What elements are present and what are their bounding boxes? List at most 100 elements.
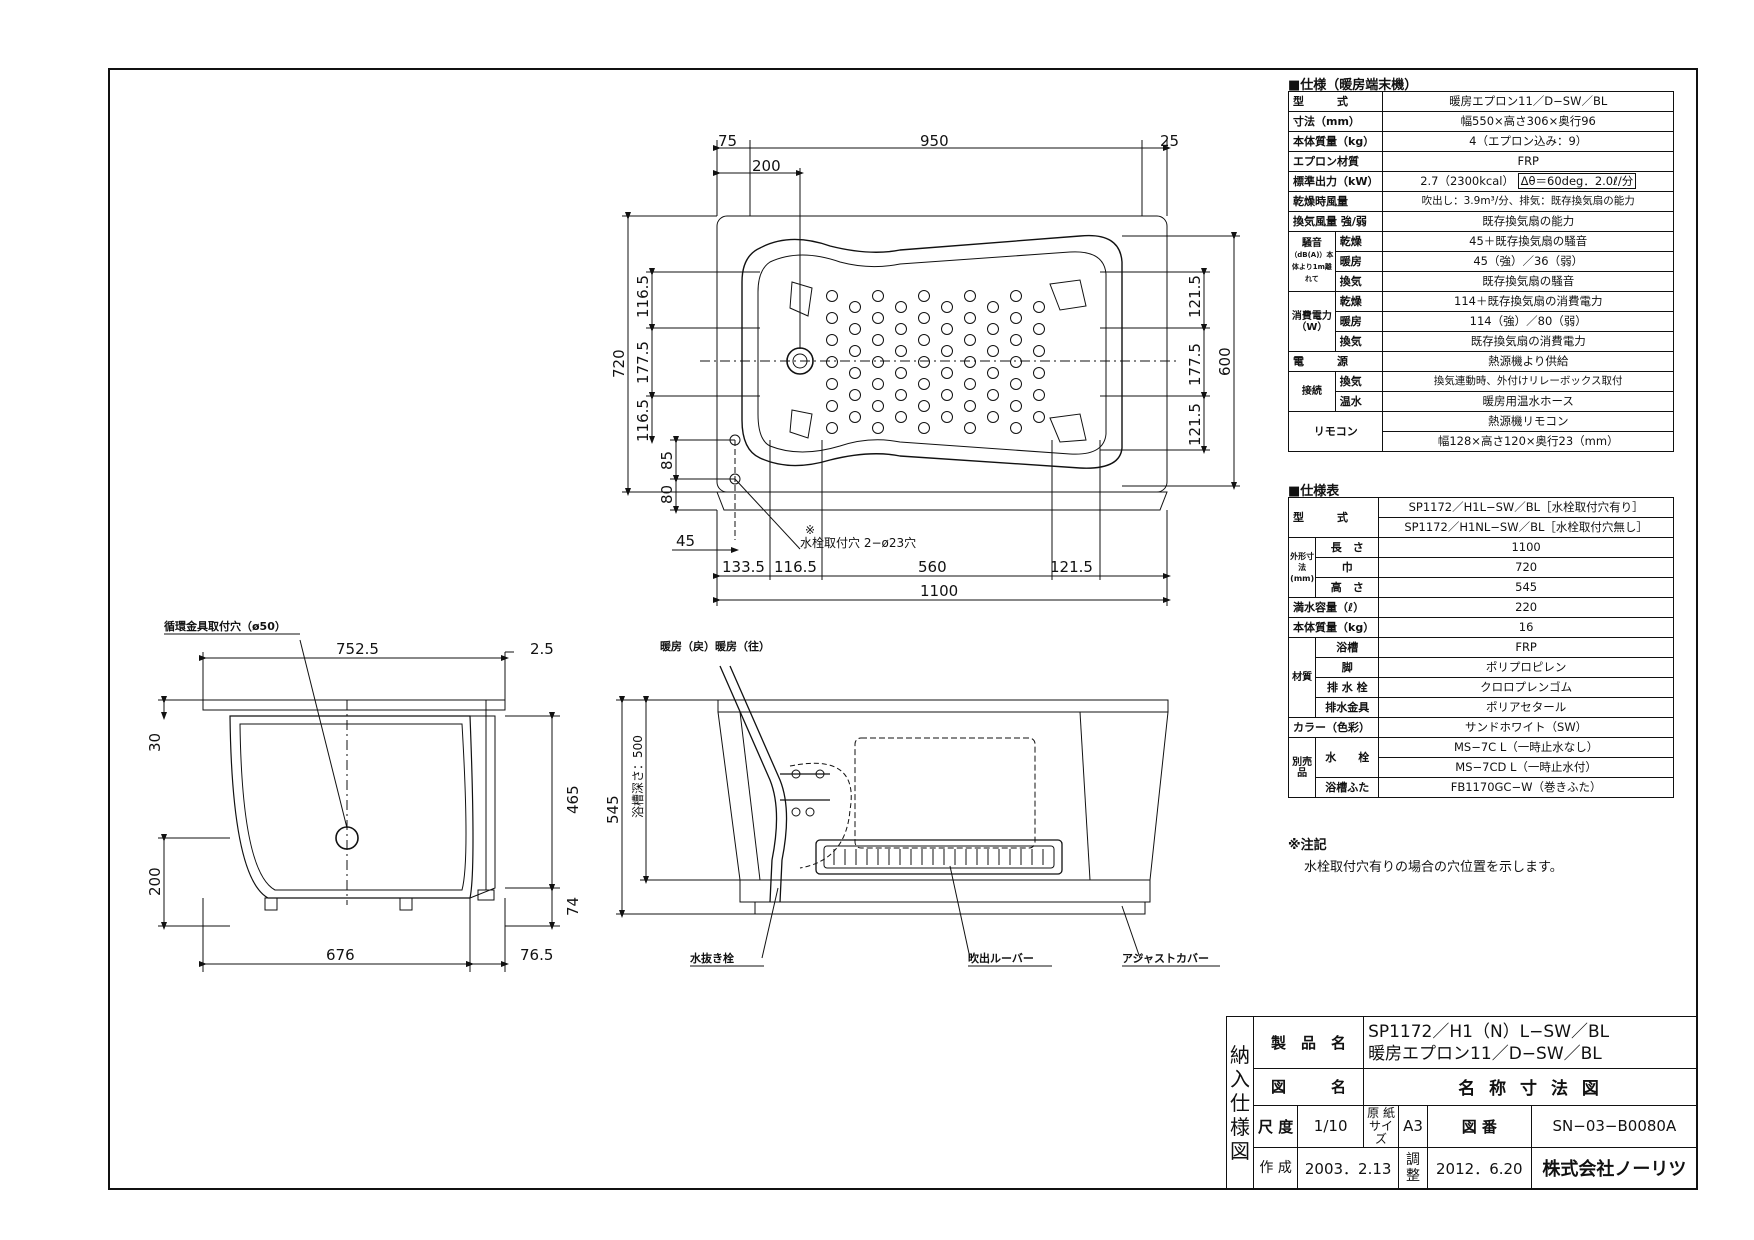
- spec1-model-value: 暖房エプロン11／D−SW／BL: [1382, 91, 1674, 112]
- anti-slip-dot: [895, 411, 907, 423]
- spec2-model-value-2: SP1172／H1NL−SW／BL［水栓取付穴無し］: [1378, 517, 1674, 538]
- dim-depth-500: 浴槽深さ：500: [631, 735, 645, 818]
- anti-slip-dot: [964, 400, 976, 412]
- dim-465: 465: [564, 785, 582, 814]
- spec1-conn-label: 接続: [1288, 371, 1336, 412]
- anti-slip-dot: [849, 323, 861, 335]
- dim-950: 950: [920, 132, 949, 150]
- callout-cover: アジャストカバー: [1122, 952, 1209, 965]
- spec1-dry-value: 吹出し：3.9m³/分、排気：既存換気扇の能力: [1382, 191, 1674, 212]
- anti-slip-dot: [826, 312, 838, 324]
- dim-116-5-a: 116.5: [634, 275, 652, 318]
- product-name-label: 製 品 名: [1252, 1015, 1365, 1070]
- spec2-tub-value: FRP: [1378, 637, 1674, 658]
- anti-slip-dot: [849, 345, 861, 357]
- dim-75: 75: [718, 132, 737, 150]
- drawing-frame: [108, 68, 1698, 1190]
- dim-74: 74: [564, 897, 582, 916]
- paper-label: 原 紙 サイズ: [1363, 1104, 1400, 1148]
- dim-177-5-b: 177.5: [1186, 343, 1204, 386]
- dim-545: 545: [604, 795, 622, 824]
- anti-slip-dot: [1010, 400, 1022, 412]
- spec2-width-value: 720: [1378, 557, 1674, 578]
- anti-slip-dot: [987, 323, 999, 335]
- anti-slip-dot: [987, 411, 999, 423]
- anti-slip-dot: [849, 389, 861, 401]
- plan-view-labels: 75 950 25 200 720 116.5 177.5 116.5 85 8…: [610, 132, 1234, 600]
- spec2-mass-label: 本体質量（kg）: [1287, 617, 1380, 638]
- anti-slip-dot: [849, 367, 861, 379]
- side-view: [158, 639, 560, 972]
- anti-slip-dot: [872, 312, 884, 324]
- anti-slip-dot: [964, 290, 976, 302]
- dim-200-side: 200: [146, 867, 164, 896]
- spec1-remote-value-2: 幅128×高さ120×奥行23（mm）: [1382, 431, 1674, 452]
- spec1-conn-vent-label: 換気: [1334, 371, 1384, 392]
- anti-slip-dot: [895, 301, 907, 313]
- side-view-labels: 循環金具取付穴（ø50） 752.5 2.5 30 200 465 74 676…: [146, 619, 582, 964]
- anti-slip-dot: [941, 411, 953, 423]
- anti-slip-dot: [1033, 389, 1045, 401]
- spec1-vent-value: 既存換気扇の能力: [1382, 211, 1674, 232]
- anti-slip-dot: [826, 334, 838, 346]
- dim-560: 560: [918, 558, 947, 576]
- spec1-power-vent-value: 既存換気扇の消費電力: [1382, 331, 1674, 352]
- anti-slip-dot: [918, 400, 930, 412]
- anti-slip-dot: [895, 389, 907, 401]
- front-view: [616, 665, 1169, 959]
- dwg-no-label: 図 番: [1426, 1104, 1532, 1148]
- spec2-length-value: 1100: [1378, 537, 1674, 558]
- anti-slip-dot: [895, 367, 907, 379]
- spec2-title: ■仕様表: [1288, 484, 1340, 499]
- spec1-power-dry-label: 乾燥: [1334, 291, 1384, 312]
- spec2-outer-label: 外形寸法(mm): [1287, 537, 1317, 598]
- dim-121-5-b: 121.5: [1186, 403, 1204, 446]
- spec1-size-label: 寸法（mm）: [1287, 111, 1384, 132]
- spec1-remote-label: リモコン: [1287, 411, 1384, 452]
- spec2-color-label: カラー（色彩）: [1287, 717, 1380, 738]
- spec2-model-label: 型 式: [1287, 497, 1380, 538]
- callout-louver: 吹出ルーバー: [968, 951, 1034, 965]
- anti-slip-dot: [941, 389, 953, 401]
- spec2-length-label: 長 さ: [1315, 537, 1380, 558]
- dim-133-5: 133.5: [722, 558, 765, 576]
- anti-slip-dot: [895, 323, 907, 335]
- dim-600: 600: [1216, 347, 1234, 376]
- hole-note: 水栓取付穴 2−ø23穴: [800, 535, 916, 550]
- spec2-option-label: 別売品: [1287, 737, 1317, 798]
- spec1-material-value: FRP: [1382, 151, 1674, 172]
- hole-note-mark: ※: [805, 523, 815, 537]
- notes-title: ※注記: [1288, 838, 1327, 853]
- anti-slip-dot: [872, 378, 884, 390]
- callout-drain: 水抜き栓: [690, 951, 734, 965]
- spec1-dry-label: 乾燥時風量: [1287, 191, 1384, 212]
- spec1-model-label: 型 式: [1287, 91, 1384, 112]
- anti-slip-dot: [872, 334, 884, 346]
- anti-slip-dot: [1010, 312, 1022, 324]
- spec1-noise-label: 騒音（dB(A)）本体より1m離れて: [1288, 231, 1336, 292]
- dim-200: 200: [752, 157, 781, 175]
- anti-slip-dot: [1033, 411, 1045, 423]
- company-name: 株式会社ノーリツ: [1530, 1146, 1699, 1191]
- anti-slip-dot: [918, 334, 930, 346]
- spec1-noise-vent-label: 換気: [1334, 271, 1384, 292]
- anti-slip-dot: [964, 356, 976, 368]
- anti-slip-dot: [1033, 345, 1045, 357]
- anti-slip-dot: [987, 345, 999, 357]
- dim-116-5-b: 116.5: [634, 399, 652, 442]
- anti-slip-dot: [872, 400, 884, 412]
- spec2-width-label: 巾: [1315, 557, 1380, 578]
- spec1-source-value: 熱源機より供給: [1382, 351, 1674, 372]
- spec2-plug-label: 排 水 栓: [1315, 677, 1380, 698]
- anti-slip-dot: [987, 389, 999, 401]
- spec2-mass-value: 16: [1378, 617, 1674, 638]
- spec1-material-label: エプロン材質: [1287, 151, 1384, 172]
- spec2-height-label: 高 さ: [1315, 577, 1380, 598]
- front-callout-top: 暖房（戻）暖房（往）: [660, 639, 770, 653]
- drawing-name-label: 図 名: [1252, 1068, 1365, 1106]
- spec2-tap-label: 水 栓: [1315, 737, 1380, 778]
- anti-slip-dot: [1010, 290, 1022, 302]
- spec1-power-dry-value: 114＋既存換気扇の消費電力: [1382, 291, 1674, 312]
